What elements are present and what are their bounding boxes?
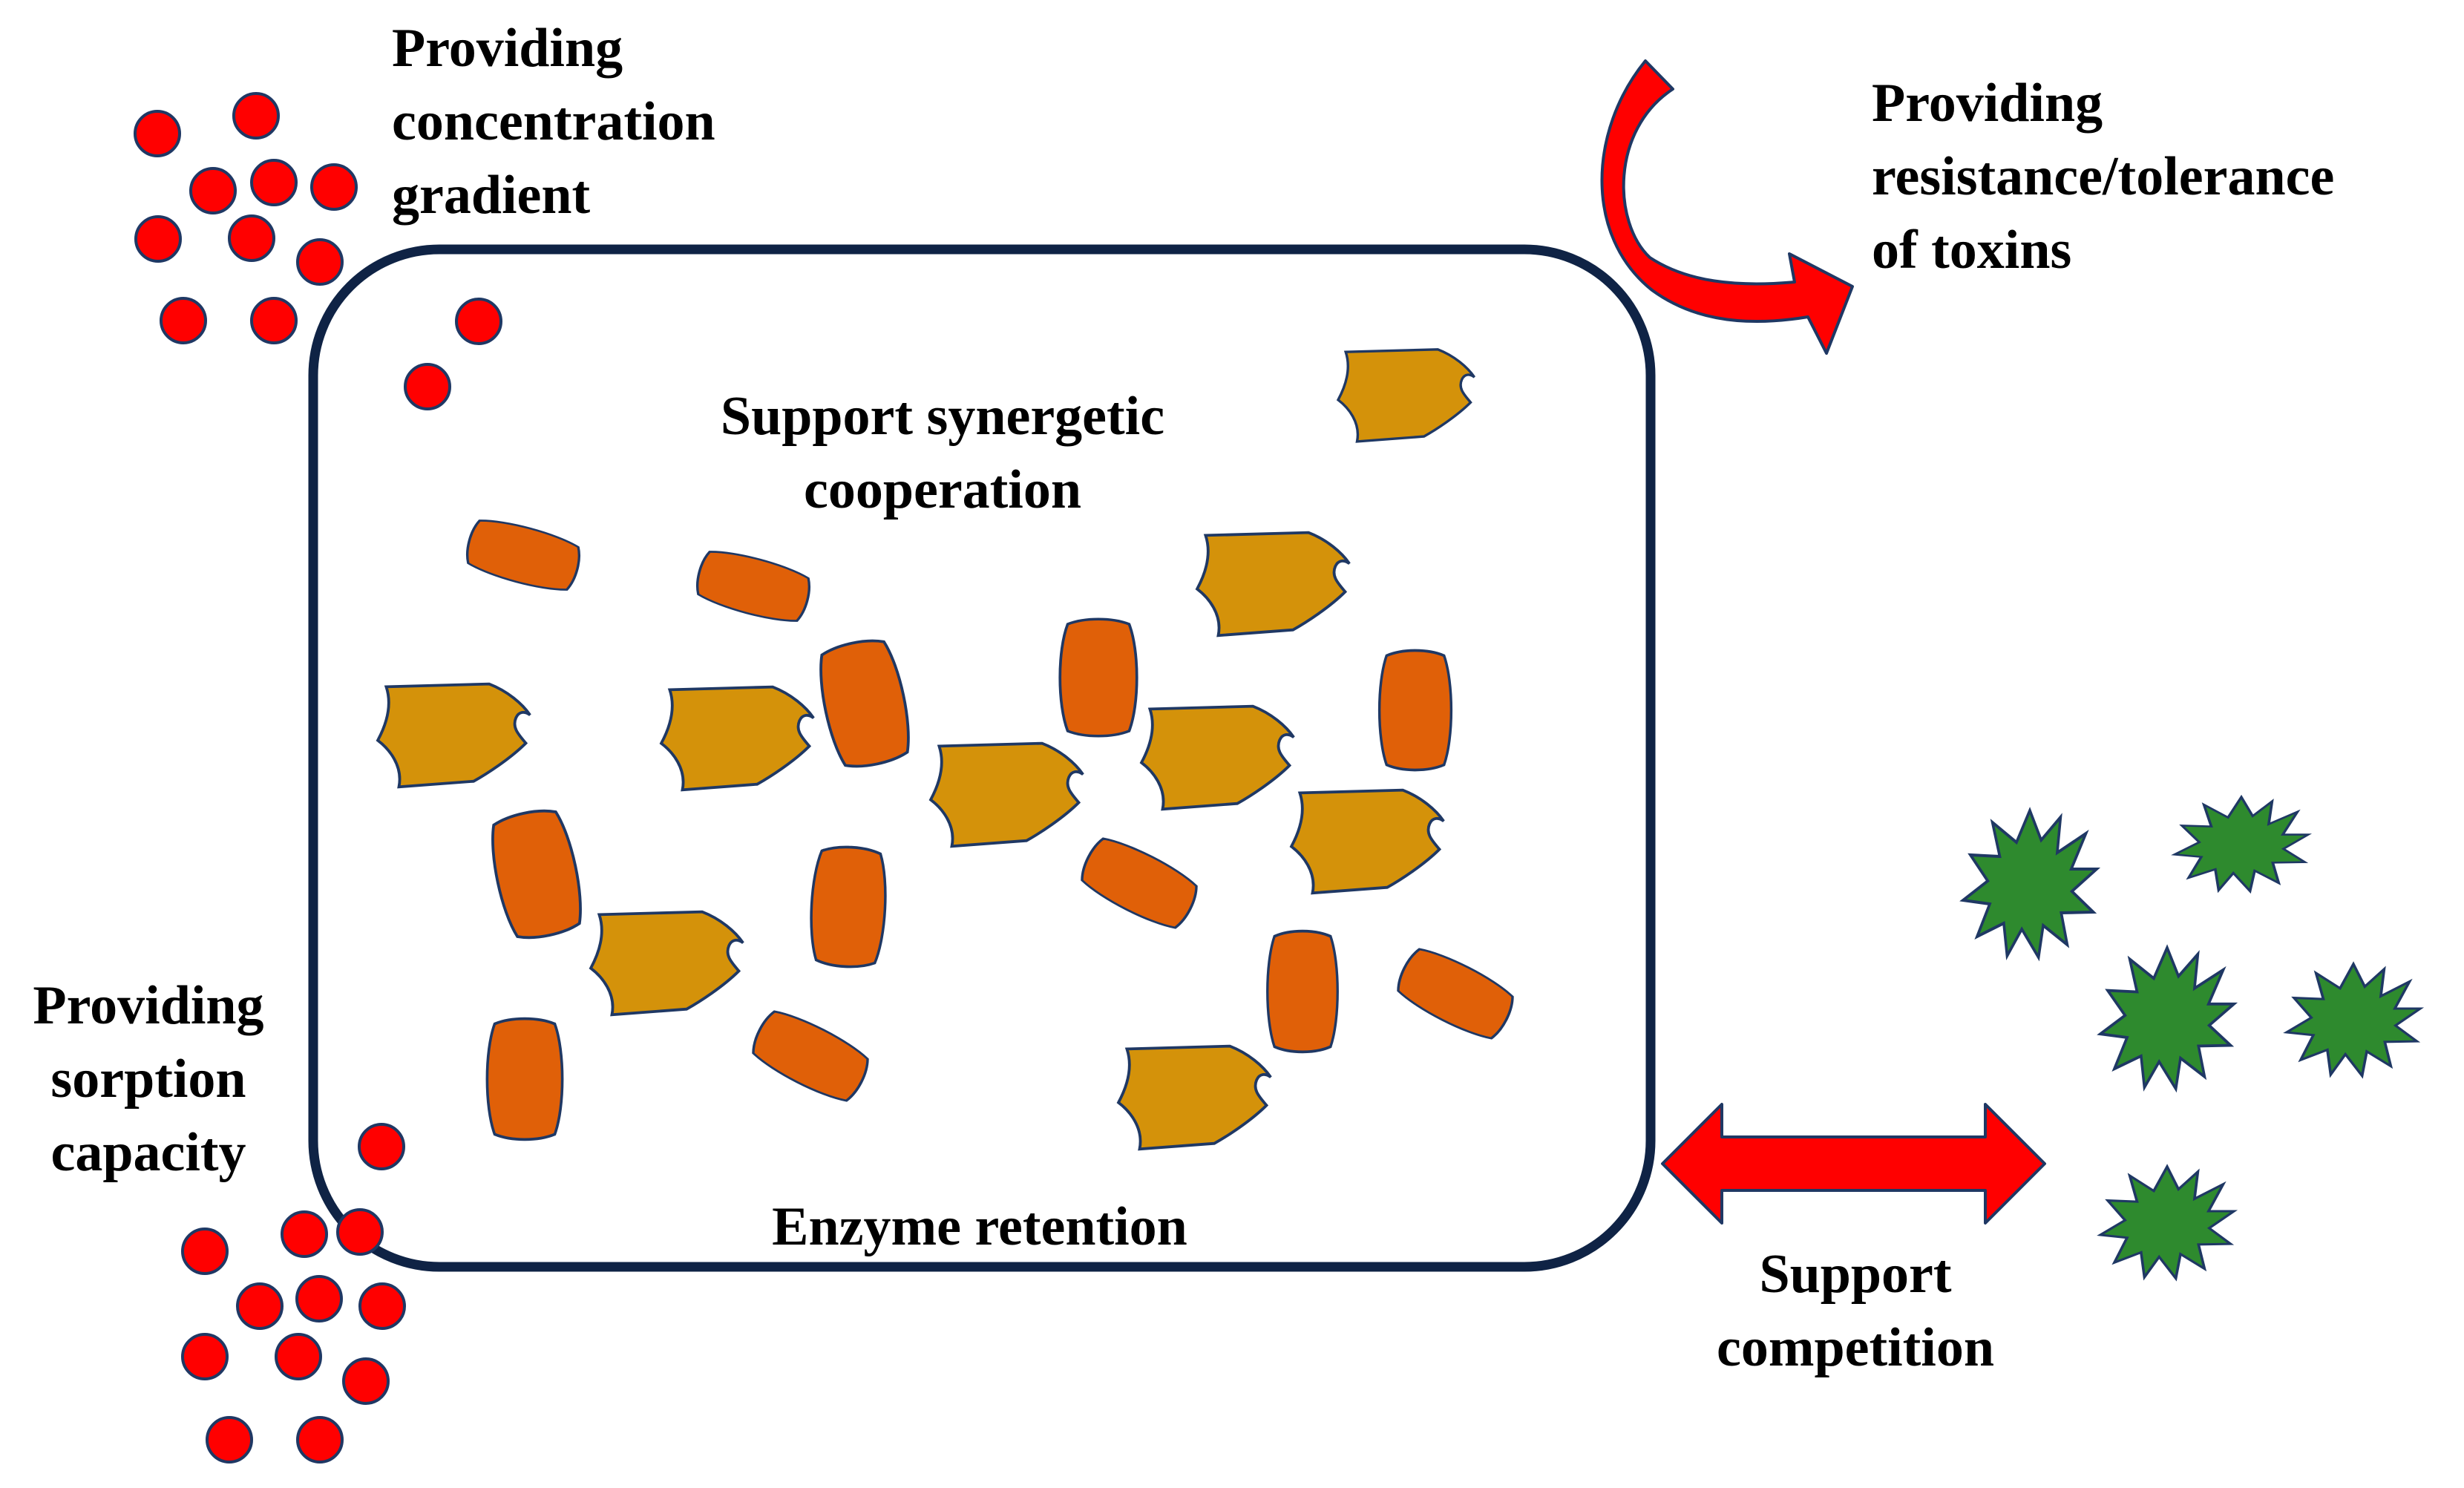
concentration-dot-cluster <box>134 92 502 410</box>
concentration-gradient-label: Providing concentration gradient <box>392 12 715 232</box>
capsule-cell-icon <box>807 844 890 970</box>
red-dot-icon <box>160 297 207 344</box>
resistance-tolerance-label: Providing resistance/tolerance of toxins <box>1872 67 2334 287</box>
support-competition-label: Support competition <box>1640 1238 2071 1385</box>
red-dot-icon <box>295 1275 343 1323</box>
red-dot-icon <box>181 1228 229 1275</box>
red-dot-icon <box>228 214 275 262</box>
red-dot-icon <box>296 238 344 286</box>
blob-cell-icon <box>589 910 745 1017</box>
red-dot-icon <box>275 1333 322 1380</box>
blob-cell-icon <box>660 685 816 792</box>
capsule-cell-icon <box>1389 940 1521 1047</box>
red-dot-icon <box>281 1210 328 1258</box>
red-dot-icon <box>206 1416 253 1464</box>
red-dot-icon <box>455 298 502 345</box>
concentration-gradient-line-1: Providing <box>392 18 623 79</box>
red-dot-icon <box>250 297 298 344</box>
red-dot-icon <box>358 1282 406 1330</box>
spiky-star-icon <box>2099 946 2235 1090</box>
red-dot-icon <box>250 159 298 206</box>
blob-cell-icon <box>1290 788 1446 895</box>
blob-cell-icon <box>376 682 532 789</box>
capsule-cell-icon <box>1377 649 1453 772</box>
sorption-capacity-label: Providing sorption capacity <box>0 969 297 1190</box>
red-dot-icon <box>310 163 358 211</box>
competitor-stars <box>1962 796 2422 1280</box>
capsule-cell-icon <box>485 1017 564 1141</box>
red-dot-icon <box>232 92 280 140</box>
double-arrow-icon <box>1661 1103 2046 1225</box>
red-dot-icon <box>181 1333 229 1380</box>
blob-cell-icon <box>1196 531 1351 638</box>
capsule-cell-icon <box>811 633 918 774</box>
capsule-cell-icon <box>1058 617 1138 738</box>
red-dot-icon <box>336 1208 384 1256</box>
capsule-cell-icon <box>1073 830 1205 937</box>
support-competition-line-2: competition <box>1716 1317 1995 1378</box>
red-dot-icon <box>236 1282 284 1330</box>
capsule-cell-icon <box>691 543 816 629</box>
curved-arrow-icon <box>1600 59 1854 355</box>
sorption-capacity-line-3: capacity <box>50 1122 246 1183</box>
concentration-gradient-line-3: gradient <box>392 165 591 226</box>
synergetic-cooperation-line-1: Support synergetic <box>720 386 1165 447</box>
synergetic-cooperation-line-2: cooperation <box>803 459 1082 520</box>
blob-cell-icon <box>929 741 1085 848</box>
blob-cell-icon <box>1117 1044 1273 1151</box>
red-dot-icon <box>358 1123 405 1170</box>
red-dot-icon <box>404 363 451 410</box>
synergetic-cooperation-label: Support synergetic cooperation <box>646 380 1239 527</box>
capsule-cell-icon <box>483 803 590 945</box>
spiky-star-icon <box>2285 963 2422 1078</box>
blob-cell-icon <box>1140 704 1296 811</box>
medium-frame <box>308 244 1656 1272</box>
sorption-capacity-line-2: sorption <box>50 1049 246 1110</box>
red-dot-icon <box>134 215 182 263</box>
enzyme-retention-label: Enzyme retention <box>683 1190 1277 1264</box>
resistance-tolerance-line-2: resistance/tolerance <box>1872 146 2335 207</box>
resistance-tolerance-line-3: of toxins <box>1872 220 2072 281</box>
sorption-capacity-line-1: Providing <box>33 975 264 1036</box>
capsule-cell-icon <box>1265 929 1340 1054</box>
red-dot-icon <box>134 110 181 157</box>
spiky-star-icon <box>2099 1165 2235 1280</box>
capsule-cell-icon <box>744 1003 877 1110</box>
spiky-star-icon <box>1962 809 2098 959</box>
capsule-cell-icon <box>461 512 586 598</box>
sorption-dot-cluster <box>181 1123 406 1464</box>
red-dot-icon <box>296 1416 344 1464</box>
spiky-star-icon <box>2173 796 2310 893</box>
red-dot-icon <box>342 1357 390 1405</box>
resistance-tolerance-line-1: Providing <box>1872 73 2103 134</box>
blob-cell-icon <box>1337 348 1476 443</box>
concentration-gradient-line-2: concentration <box>392 91 715 152</box>
support-competition-line-1: Support <box>1759 1244 1952 1305</box>
red-dot-icon <box>189 167 237 214</box>
enzyme-retention-text: Enzyme retention <box>772 1196 1187 1257</box>
